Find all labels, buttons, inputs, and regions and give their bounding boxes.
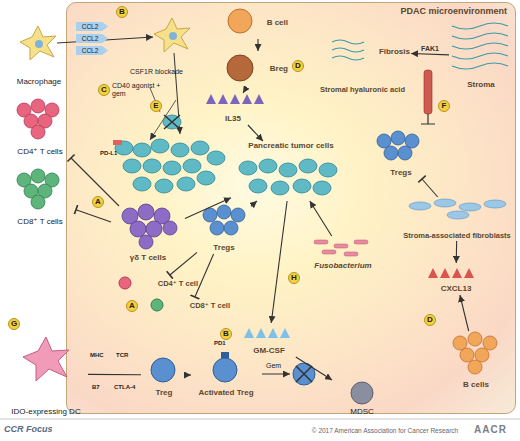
node-text: GM-CSF [253, 347, 285, 356]
cd4-cell [45, 103, 59, 117]
node-text: CD4⁺ T cells [17, 148, 62, 157]
receptor-name: PD1 [214, 340, 226, 347]
receptor-name: MHC [90, 352, 104, 359]
cell-group: CD4⁺ T cell [119, 275, 199, 293]
node-text: CD8⁺ T cell [190, 302, 230, 310]
node-text: γδ T cells [130, 254, 166, 263]
callout-letter: A [126, 300, 138, 312]
node-text: B cell [267, 19, 288, 28]
cd8-cell [31, 195, 45, 209]
callout-letter: H [288, 272, 300, 284]
node-text: Macrophage [17, 78, 61, 87]
node-text: Stroma [467, 81, 495, 90]
cd8-cell [31, 169, 45, 183]
chemokine-tag: CCL2 [76, 46, 108, 55]
chemokine-tag: CCL2 [76, 22, 108, 31]
cell-group: CXCL13 [421, 263, 491, 295]
cell-group: Pancreatic tumor cells [231, 141, 351, 201]
callout-letter: E [150, 100, 162, 112]
cell-group: Tregs [197, 206, 251, 254]
node-text: IDO-expressing DC [11, 408, 80, 417]
cd4-cell [31, 99, 45, 113]
cell-group: B cells [441, 331, 511, 391]
publisher-logo: AACR [474, 424, 507, 435]
edge-label: FAK1 [421, 45, 439, 52]
drug-name: Gem [266, 362, 281, 370]
node-text: Tregs [213, 244, 234, 253]
cell-group: Stroma [449, 21, 513, 91]
node-text: MDSC [350, 408, 374, 417]
receptor-name: CTLA-4 [114, 384, 135, 391]
therapy-note: CD40 agonist + gem [112, 82, 174, 97]
callout-letter: F [438, 100, 450, 112]
cell-group: Breg [227, 51, 289, 87]
therapy-note: CSF1R blockade [130, 68, 194, 76]
cd4-cell [31, 125, 45, 139]
pink-t-cell-cluster [17, 99, 59, 139]
node-text: Fusobacterium [314, 262, 371, 271]
node-text: CD8⁺ T cells [17, 218, 62, 227]
cell-group: CD4⁺ T cells [4, 96, 76, 158]
cell-group: Activated Treg [191, 351, 261, 399]
receptor-name: PD-L1 [100, 150, 117, 157]
cell-group: Fusobacterium [301, 236, 385, 272]
cd8-cell [38, 184, 52, 198]
cell-group: IDO-expressing DC [4, 330, 88, 418]
node-text: Stromal hyaluronic acid [320, 86, 405, 94]
callout-letter: A [92, 196, 104, 208]
cd8-cell [45, 173, 59, 187]
cell-group: CD8⁺ T cell [151, 297, 231, 315]
node-text: Treg [156, 389, 173, 398]
callout-letter: D [424, 314, 436, 326]
callout-letter: D [292, 60, 304, 72]
cell-group: Fibrosis [331, 39, 411, 65]
cell-group: GM-CSF [236, 323, 302, 357]
callout-letter: B [220, 328, 232, 340]
cell-group: Tregs [371, 131, 431, 179]
receptor-name: B7 [92, 384, 100, 391]
node-text: B cells [463, 381, 489, 390]
cd8-cell [24, 184, 38, 198]
footer-rule [0, 419, 520, 420]
cell-group: γδ T cells [111, 206, 185, 264]
cell-group: IL35 [193, 93, 273, 125]
node-text: Breg [270, 65, 288, 74]
cell-nucleus [35, 40, 43, 48]
cell-group: Macrophage [4, 18, 74, 88]
cell-group: MDSC [332, 380, 392, 418]
macrophage-cell [20, 26, 56, 60]
node-text: PDAC microenvironment [400, 7, 507, 17]
copyright-note: © 2017 American Association for Cancer R… [290, 427, 480, 434]
node-text: Activated Treg [198, 389, 253, 398]
node-text: Tregs [390, 169, 411, 178]
chemokine-tag: CCL2 [76, 34, 108, 43]
node-text: Stroma-associated fibroblasts [403, 232, 511, 240]
callout-letter: B [116, 6, 128, 18]
dendritic-cell [23, 337, 69, 381]
cd4-cell [24, 114, 38, 128]
receptor-name: TCR [116, 352, 128, 359]
cell-group: B cell [227, 7, 289, 39]
node-text: Fibrosis [379, 48, 410, 57]
cd4-cell [17, 103, 31, 117]
node-text: IL35 [225, 115, 241, 124]
journal-name: CCR Focus [4, 425, 53, 435]
cell-group: Stromal hyaluronic acid [319, 75, 419, 105]
cd4-cell [38, 114, 52, 128]
callout-letter: G [8, 318, 20, 330]
cell-group: CD8⁺ T cells [4, 166, 76, 228]
cell-group: Treg [141, 351, 187, 399]
node-text: CD4⁺ T cell [158, 280, 198, 288]
callout-letter: C [98, 84, 110, 96]
green-t-cell-cluster [17, 169, 59, 209]
microenvironment-region: PDAC microenvironment B cellBregIL35Pancr… [66, 2, 516, 414]
cell-group: Stroma-associated fibroblasts [401, 197, 513, 241]
node-text: Pancreatic tumor cells [248, 142, 333, 151]
node-text: CXCL13 [441, 285, 472, 294]
cd8-cell [17, 173, 31, 187]
